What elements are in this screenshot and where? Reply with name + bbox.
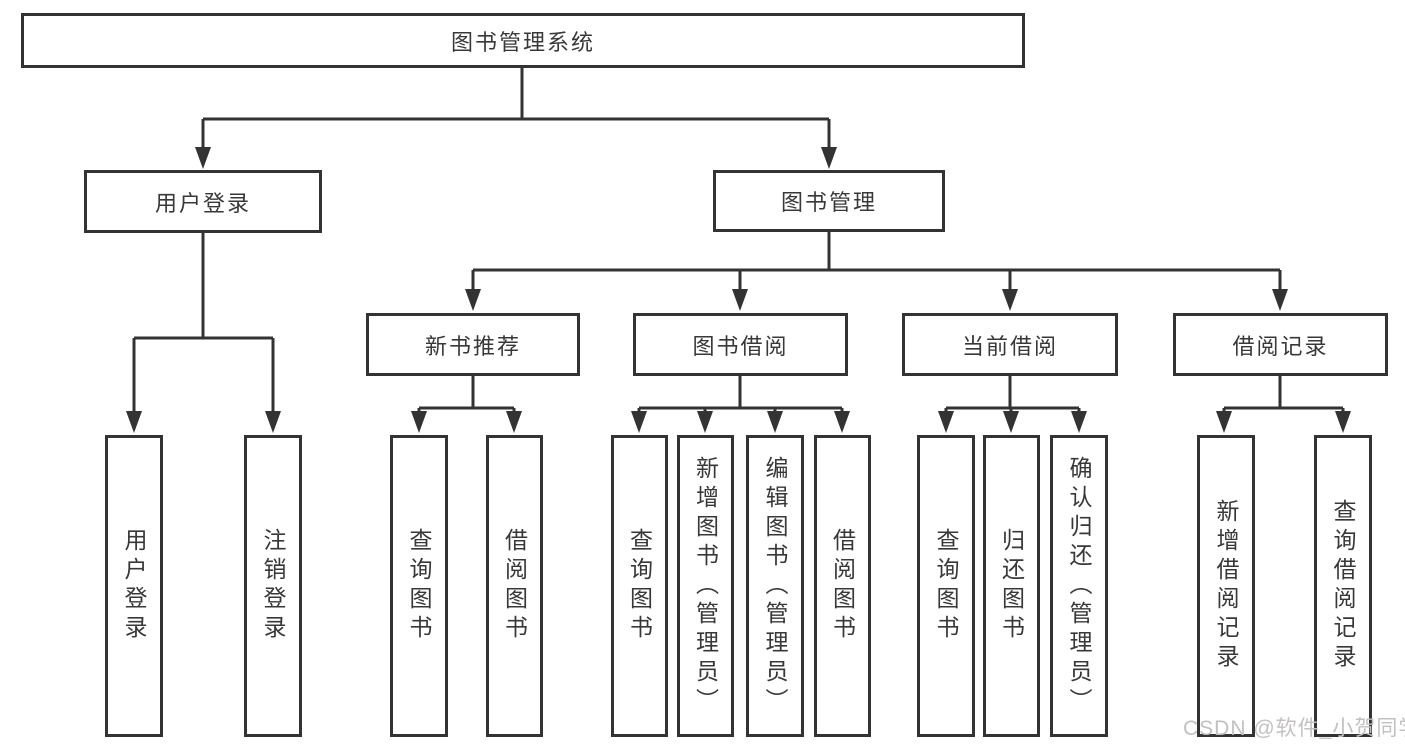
arrowhead-icon — [506, 411, 522, 433]
leaf-query-books-recommend: 查询图书 — [390, 435, 448, 737]
arrowhead-icon — [411, 411, 427, 433]
node-label: 归还图书 — [998, 528, 1025, 644]
csdn-watermark: CSDN @软件_小贺同学 — [1183, 717, 1405, 740]
leaf-borrow-books-recommend: 借阅图书 — [486, 435, 543, 737]
leaf-confirm-return-admin: 确认归还（管理员） — [1050, 435, 1108, 737]
node-label: 图书借阅 — [692, 333, 789, 359]
leaf-borrow-books-borrowing: 借阅图书 — [814, 435, 871, 737]
arrowhead-icon — [1003, 411, 1019, 433]
book-management-connector-line — [471, 232, 1282, 292]
arrowhead-icon — [1002, 289, 1018, 311]
arrowhead-icon — [834, 411, 850, 433]
arrowhead-icon — [1272, 289, 1288, 311]
arrowhead-icon — [767, 411, 783, 433]
node-label: 用户登录 — [121, 528, 147, 644]
node-label: 查询图书 — [933, 528, 959, 644]
node-label: 图书管理 — [780, 190, 877, 215]
leaf-edit-book-admin: 编辑图书（管理员） — [746, 435, 804, 737]
arrowhead-icon — [195, 147, 211, 169]
leaf-query-books-current: 查询图书 — [917, 435, 975, 737]
book-borrow-connector-line — [637, 376, 844, 414]
arrowhead-icon — [465, 289, 481, 311]
node-user-login: 用户登录 — [84, 170, 322, 233]
leaf-add-borrow-record: 新增借阅记录 — [1197, 435, 1255, 737]
new-book-connector-line — [417, 376, 516, 414]
node-book-borrowing: 图书借阅 — [633, 313, 848, 376]
root-connector-line — [201, 68, 831, 150]
node-label: 查询借阅记录 — [1330, 499, 1356, 673]
node-label: 借阅图书 — [501, 528, 528, 644]
arrowhead-icon — [265, 411, 281, 433]
node-current-borrowing: 当前借阅 — [902, 313, 1118, 376]
node-label: 借阅图书 — [829, 528, 856, 644]
node-label: 新增图书（管理员） — [692, 455, 719, 717]
node-label: 新书推荐 — [424, 333, 521, 359]
node-label: 借阅记录 — [1232, 333, 1329, 359]
leaf-return-books: 归还图书 — [983, 435, 1040, 737]
node-label: 新增借阅记录 — [1213, 499, 1239, 673]
node-label: 当前借阅 — [961, 333, 1058, 359]
leaf-user-login: 用户登录 — [105, 435, 163, 737]
node-new-book-recommendation: 新书推荐 — [366, 313, 580, 376]
node-label: 编辑图书（管理员） — [762, 455, 788, 717]
arrowhead-icon — [732, 289, 748, 311]
leaf-add-book-admin: 新增图书（管理员） — [677, 435, 734, 737]
arrowhead-icon — [1216, 411, 1232, 433]
arrowhead-icon — [1335, 411, 1351, 433]
node-label: 图书管理系统 — [450, 29, 595, 55]
node-label: 确认归还（管理员） — [1066, 455, 1092, 717]
leaf-query-borrow-record: 查询借阅记录 — [1314, 435, 1372, 737]
arrowhead-icon — [631, 411, 647, 433]
node-borrowing-records: 借阅记录 — [1173, 313, 1388, 376]
arrowhead-group — [126, 147, 1351, 433]
arrowhead-icon — [126, 411, 142, 433]
node-label: 查询图书 — [626, 528, 653, 644]
node-label: 用户登录 — [154, 190, 251, 216]
arrowhead-icon — [697, 411, 713, 433]
leaf-logout: 注销登录 — [244, 435, 302, 737]
node-label: 查询图书 — [406, 528, 432, 644]
borrow-record-connector-line — [1222, 376, 1345, 414]
node-book-management: 图书管理 — [713, 170, 945, 232]
arrowhead-icon — [1071, 411, 1087, 433]
arrowhead-icon — [821, 147, 837, 169]
arrowhead-icon — [938, 411, 954, 433]
leaf-query-books-borrowing: 查询图书 — [611, 435, 668, 737]
user-login-connector-line — [132, 233, 275, 414]
node-label: 注销登录 — [260, 528, 286, 644]
current-borrow-connector-line — [944, 376, 1081, 414]
node-library-management-system: 图书管理系统 — [21, 13, 1025, 68]
